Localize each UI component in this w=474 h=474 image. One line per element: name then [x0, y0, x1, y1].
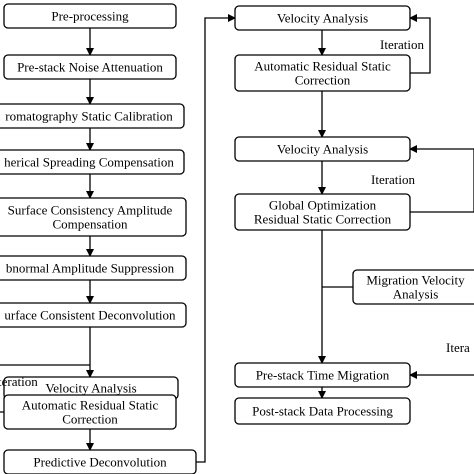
node-tomography-static-calibration: romatography Static Calibration: [0, 103, 185, 129]
node-box-surface-consistent-deconvolution: [0, 302, 187, 328]
node-box-pre-processing: [3, 3, 177, 29]
node-label-prestack-noise-attenuation: Pre-stack Noise Attenuation: [17, 60, 163, 75]
node-label-velocity-analysis-right-1: Velocity Analysis: [277, 11, 368, 26]
node-label-prestack-time-migration: Pre-stack Time Migration: [256, 368, 390, 383]
node-label-migration-velocity-analysis-line-1: Migration Velocity: [366, 273, 465, 288]
node-pre-processing: Pre-processing: [3, 3, 177, 29]
label-iteration-far-right: Itera: [446, 340, 470, 355]
node-box-spherical-spreading-compensation: [0, 149, 185, 175]
node-box-predictive-deconvolution: [3, 449, 197, 474]
node-label-spherical-spreading-compensation: herical Spreading Compensation: [4, 155, 174, 170]
node-poststack-data-processing: Post-stack Data Processing: [234, 397, 411, 425]
node-label-surface-consistent-deconvolution: urface Consistent Deconvolution: [4, 308, 176, 323]
node-box-auto-residual-static-left: [3, 394, 177, 430]
node-label-auto-residual-static-left-line-1: Automatic Residual Static: [22, 398, 159, 413]
edge-predictive-to-right-column: [196, 14, 236, 463]
node-abnormal-amplitude-suppression: bnormal Amplitude Suppression: [0, 255, 187, 281]
node-prestack-time-migration: Pre-stack Time Migration: [234, 362, 411, 388]
node-box-prestack-noise-attenuation: [3, 54, 177, 80]
node-box-migration-velocity-analysis: [352, 269, 474, 305]
node-label-poststack-data-processing: Post-stack Data Processing: [252, 404, 393, 419]
node-label-predictive-deconvolution: Predictive Deconvolution: [33, 455, 167, 470]
node-label-auto-residual-static-left-line-2: Correction: [62, 412, 118, 427]
node-box-velocity-analysis-right-2: [234, 136, 411, 162]
edge-right-iteration-loop-1: [409, 14, 431, 74]
node-box-surface-consistency-amplitude-compensation: [0, 197, 187, 237]
label-iteration-left: teration: [0, 374, 38, 389]
label-iteration-right-2: Iteration: [371, 172, 416, 187]
node-box-auto-residual-static-right: [234, 54, 411, 92]
node-label-auto-residual-static-right-line-2: Correction: [295, 73, 351, 88]
node-label-migration-velocity-analysis-line-2: Analysis: [393, 287, 439, 302]
node-label-abnormal-amplitude-suppression: bnormal Amplitude Suppression: [6, 261, 175, 276]
node-box-global-optimization-residual-static: [234, 193, 411, 231]
node-velocity-analysis-right-2: Velocity Analysis: [234, 136, 411, 162]
node-velocity-analysis-left: Velocity Analysis: [3, 376, 179, 400]
node-box-velocity-analysis-right-1: [234, 5, 411, 31]
node-label-tomography-static-calibration: romatography Static Calibration: [5, 109, 173, 124]
edge-right-iteration-loop-2: [409, 145, 474, 213]
node-label-global-optimization-residual-static-line-2: Residual Static Correction: [254, 212, 392, 227]
node-box-prestack-time-migration: [234, 362, 411, 388]
node-predictive-deconvolution: Predictive Deconvolution: [3, 449, 197, 474]
node-box-tomography-static-calibration: [0, 103, 185, 129]
node-box-poststack-data-processing: [234, 397, 411, 425]
node-label-pre-processing: Pre-processing: [51, 9, 129, 24]
node-label-velocity-analysis-left: Velocity Analysis: [45, 381, 136, 396]
node-label-velocity-analysis-right-2: Velocity Analysis: [277, 142, 368, 157]
edge-left-iteration-loop: [0, 364, 90, 413]
node-label-surface-consistency-amplitude-compensation-line-1: Surface Consistency Amplitude: [8, 203, 173, 218]
node-label-auto-residual-static-right-line-1: Automatic Residual Static: [254, 59, 391, 74]
node-spherical-spreading-compensation: herical Spreading Compensation: [0, 149, 185, 175]
node-label-surface-consistency-amplitude-compensation-line-2: Compensation: [52, 217, 128, 232]
node-box-abnormal-amplitude-suppression: [0, 255, 187, 281]
node-surface-consistency-amplitude-compensation: Surface Consistency AmplitudeCompensatio…: [0, 197, 187, 237]
label-iteration-right-1: Iteration: [380, 37, 425, 52]
node-surface-consistent-deconvolution: urface Consistent Deconvolution: [0, 302, 187, 328]
node-velocity-analysis-right-1: Velocity Analysis: [234, 5, 411, 31]
node-prestack-noise-attenuation: Pre-stack Noise Attenuation: [3, 54, 177, 80]
node-label-global-optimization-residual-static-line-1: Global Optimization: [269, 198, 377, 213]
